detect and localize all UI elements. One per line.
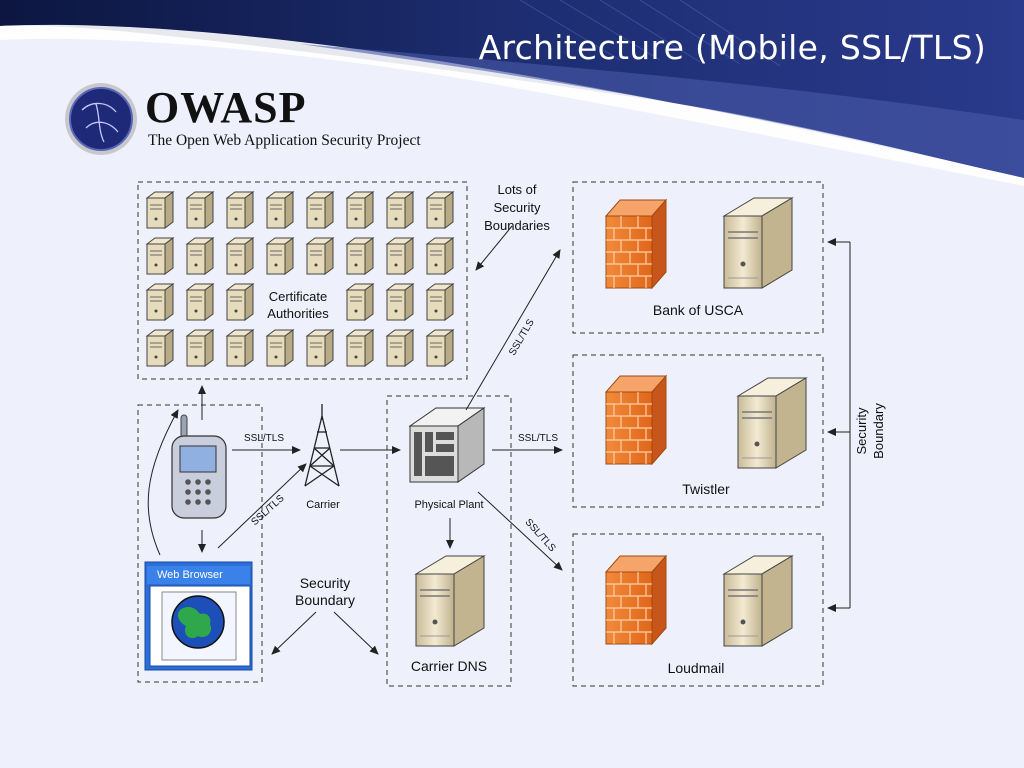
- owasp-wordmark: OWASP: [145, 83, 307, 132]
- owasp-logo-icon: [65, 83, 137, 155]
- slide-title: Architecture (Mobile, SSL/TLS): [478, 28, 986, 67]
- certificate-authority-servers: [146, 191, 454, 367]
- carrier-dns-server-icon: [415, 555, 485, 647]
- twistler-firewall-icon: [605, 375, 667, 465]
- twistler-server-icon: [737, 377, 807, 469]
- carrier-label: Carrier: [306, 499, 340, 511]
- bank-label: Bank of USCA: [652, 302, 744, 318]
- web-browser-title: Web Browser: [157, 569, 223, 581]
- boundary-boxes: [137, 181, 824, 687]
- bank-server-icon: [723, 197, 793, 289]
- carrier-dns-label: Carrier DNS: [410, 658, 488, 674]
- security-boundary-label: Security Boundary: [295, 575, 355, 608]
- ssl-tls-label-twistler: SSL/TLS: [517, 433, 559, 444]
- physical-plant-label: Physical Plant: [414, 499, 484, 511]
- loudmail-label: Loudmail: [667, 660, 725, 676]
- owasp-tagline: The Open Web Application Security Projec…: [148, 132, 421, 149]
- header-banner: [0, 0, 1024, 187]
- certificate-authorities-label: Certificate Authorities: [267, 289, 329, 321]
- bank-firewall-icon: [605, 199, 667, 289]
- connection-arrows: [147, 225, 851, 655]
- loudmail-server-icon: [723, 555, 793, 647]
- ssl-tls-label-phone: SSL/TLS: [243, 433, 285, 444]
- physical-plant-server-icon: [408, 407, 486, 483]
- twistler-label: Twistler: [682, 481, 730, 497]
- web-browser-icon: [144, 561, 253, 671]
- security-boundary-side-label: Security Boundary: [854, 403, 886, 459]
- loudmail-firewall-icon: [605, 555, 667, 645]
- mobile-phone-icon: [171, 414, 227, 519]
- lots-of-boundaries-label: Lots of Security Boundaries: [484, 182, 550, 233]
- carrier-tower-icon: [304, 404, 340, 487]
